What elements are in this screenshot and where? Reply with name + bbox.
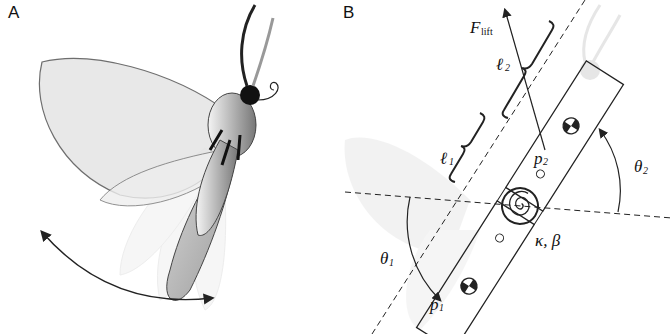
point-subscript: 1 [439, 303, 444, 313]
moth-a [39, 5, 278, 310]
point-symbol: p [534, 150, 543, 167]
angle-symbol: θ [380, 250, 388, 267]
length-subscript: 2 [505, 63, 510, 73]
length-symbol: ℓ [440, 150, 447, 167]
body-axis [372, 0, 585, 334]
point-subscript: 2 [543, 157, 548, 167]
force-subscript: lift [481, 27, 493, 37]
parameter-label: κ, β [535, 232, 560, 249]
moth-b-ghost [345, 5, 620, 330]
theta1-arc [407, 197, 440, 300]
panel-label: A [8, 4, 19, 21]
length-symbol: ℓ [496, 56, 503, 73]
length-subscript: 1 [449, 157, 454, 167]
brace-l2 [503, 21, 554, 118]
brace-l1 [450, 113, 485, 182]
angle-symbol: θ [634, 158, 642, 175]
angle-subscript: 2 [643, 166, 648, 176]
panel-label: B [343, 4, 354, 21]
two-segment-model [417, 61, 624, 334]
theta2-arc [600, 130, 620, 212]
force-symbol: F [470, 19, 480, 36]
horizontal-reference [345, 192, 672, 218]
point-symbol: p [430, 296, 439, 313]
angle-subscript: 1 [389, 258, 394, 268]
lift-arrow [505, 10, 545, 150]
